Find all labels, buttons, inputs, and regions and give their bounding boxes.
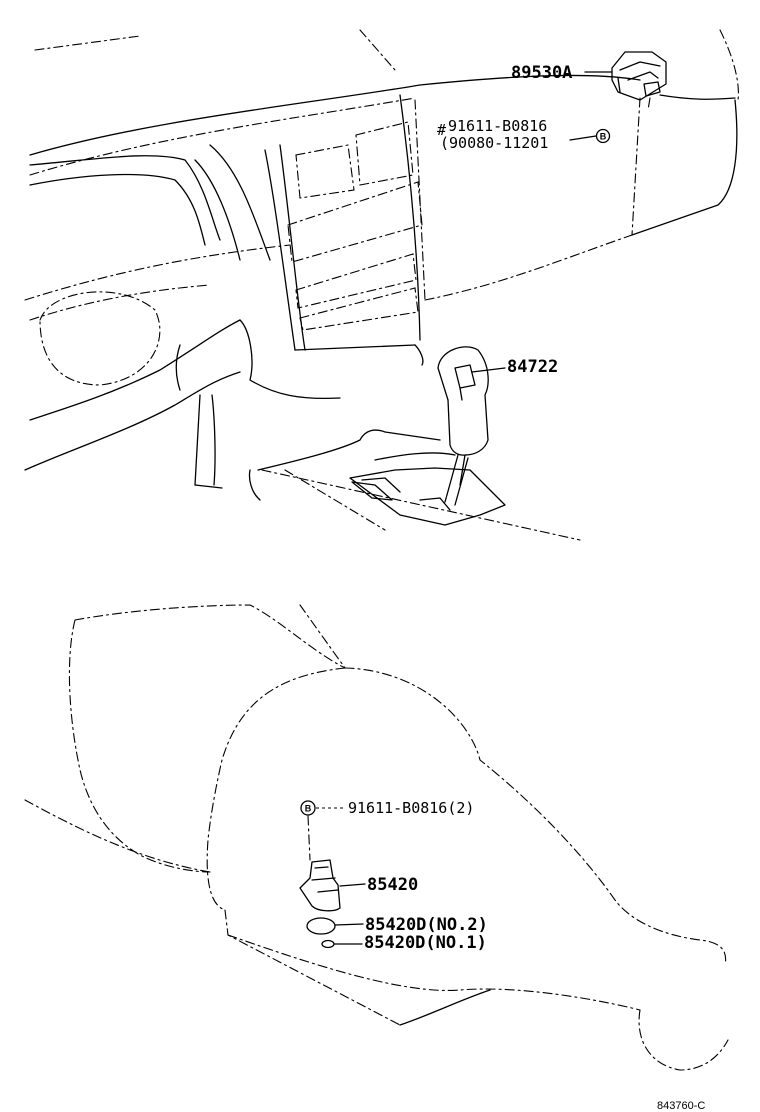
bolt-marker-icon: [595, 128, 611, 144]
o-ring-no2-icon: [306, 917, 336, 935]
label-89530A: 89530A: [511, 63, 572, 83]
bolt-marker-icon-bottom: [300, 800, 316, 816]
label-90080-11201: (90080-11201: [440, 134, 548, 152]
label-85420: 85420: [367, 875, 418, 895]
transmission-illustration: [24, 604, 729, 1071]
label-91611-B0816-2: 91611-B0816(2): [348, 799, 474, 817]
label-85420D-NO2: 85420D(NO.2): [365, 915, 488, 935]
dashboard-illustration: [24, 29, 739, 541]
callout-91611-top: # 91611-B0816 (90080-11201 B: [437, 117, 611, 152]
bolt-marker-letter: B: [600, 132, 607, 142]
callout-84722: 84722: [471, 357, 558, 377]
part-85420-group: 85420 85420D(NO.2) 85420D(NO.1): [299, 859, 488, 953]
bolt-marker-letter-bottom: B: [305, 804, 312, 814]
o-ring-no1-icon: [321, 939, 335, 949]
hash-mark: #: [437, 121, 446, 139]
label-84722: 84722: [507, 357, 558, 377]
label-91611-B0816-top: 91611-B0816: [448, 117, 547, 135]
part-89530A-group: 89530A: [511, 51, 667, 111]
callout-91611-bottom: B 91611-B0816(2): [300, 799, 474, 861]
label-85420D-NO1: 85420D(NO.1): [364, 933, 487, 953]
drawing-code: 843760-C: [657, 1100, 705, 1112]
